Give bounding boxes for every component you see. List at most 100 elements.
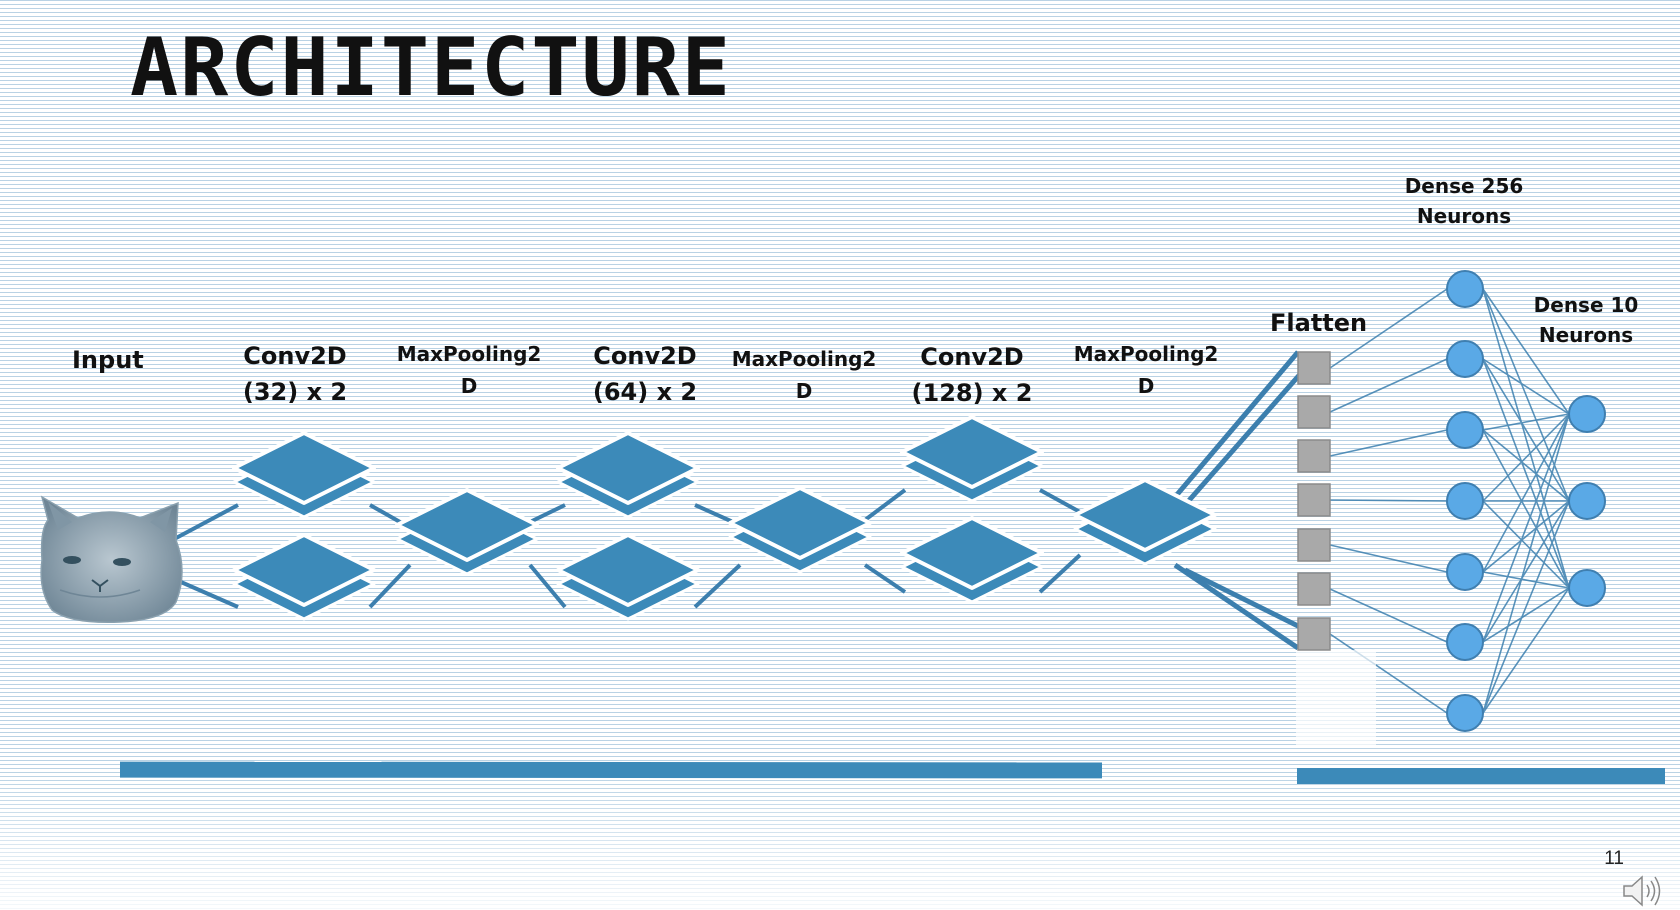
edge-conv1-pool1-bottom [368, 563, 412, 609]
edge-flatten-dense256 [1329, 288, 1448, 369]
label-pool3: MaxPooling2 D [1072, 338, 1220, 402]
label-conv1-line2: (32) x 2 [242, 378, 348, 406]
label-dense256: Dense 256 Neurons [1390, 171, 1538, 231]
dense256-neuron [1446, 270, 1484, 308]
edge-dense256-dense10 [1482, 500, 1570, 643]
edge-dense256-dense10 [1482, 358, 1570, 589]
flatten-unit [1297, 483, 1331, 517]
conv3-block-top [900, 415, 1044, 503]
label-pool1: MaxPooling2 D [395, 338, 543, 402]
label-pool3-line2: D [1137, 374, 1155, 398]
dense256-neuron [1446, 340, 1484, 378]
dense10-neuron [1568, 395, 1606, 433]
edge-flatten-dense256 [1329, 499, 1448, 502]
pool3-flatten-connections [1173, 350, 1304, 651]
dense256-neuron [1446, 623, 1484, 661]
flatten-unit [1297, 528, 1331, 562]
dense256-neuron [1446, 411, 1484, 449]
edge-dense256-dense10 [1482, 587, 1570, 643]
edge-conv1-pool1-top [369, 503, 401, 524]
label-dense10-line2: Neurons [1538, 323, 1634, 347]
edge-pool2-conv3-bottom [863, 563, 907, 594]
conv2-block-bottom [556, 533, 700, 621]
pool3-block [1073, 478, 1217, 566]
conv3-block-bottom [900, 516, 1044, 604]
label-dense10: Dense 10 Neurons [1514, 290, 1658, 350]
label-conv1-line1: Conv2D [243, 342, 347, 370]
conv1-block-top [232, 431, 376, 519]
edge-conv3-pool3-bottom [1038, 553, 1082, 594]
flatten-unit [1297, 351, 1331, 385]
edge-flatten-dense256 [1329, 429, 1448, 457]
label-pool1-line1: MaxPooling2 [396, 342, 542, 366]
label-conv3-line2: (128) x 2 [911, 379, 1033, 407]
edge-dense256-dense10 [1482, 413, 1570, 573]
edge-flatten-dense256 [1329, 588, 1448, 643]
pool2-block [728, 486, 872, 574]
edge-flatten-dense256 [1329, 633, 1448, 714]
edge-dense256-dense10 [1482, 288, 1570, 415]
dense-neurons [1446, 270, 1606, 732]
edge-pool3-flatten-4 [1183, 567, 1304, 631]
edge-dense256-dense10 [1482, 500, 1570, 714]
flatten-unit [1297, 439, 1331, 473]
edge-conv3-pool3-top [1039, 488, 1081, 514]
dense10-neuron [1568, 569, 1606, 607]
edge-dense256-dense10 [1482, 413, 1570, 431]
edge-flatten-dense256 [1329, 544, 1448, 573]
edge-dense256-dense10 [1482, 587, 1570, 714]
dense-connections [1329, 288, 1570, 714]
dense10-neuron [1568, 482, 1606, 520]
edge-pool2-conv3-top [863, 488, 907, 522]
label-conv2: Conv2D (64) x 2 [580, 338, 710, 410]
label-dense256-line2: Neurons [1416, 204, 1512, 228]
label-conv2-line2: (64) x 2 [592, 378, 698, 406]
label-flatten: Flatten [1270, 309, 1368, 337]
edge-conv2-pool2-top [694, 503, 734, 524]
edge-dense256-dense10 [1482, 413, 1570, 643]
edge-pool3-flatten-2 [1183, 370, 1304, 507]
flatten-unit [1297, 395, 1331, 429]
dense256-neuron [1446, 553, 1484, 591]
flatten-unit [1297, 572, 1331, 606]
speaker-icon[interactable] [1620, 872, 1664, 910]
left-underline-bar [120, 761, 1102, 779]
label-conv1: Conv2D (32) x 2 [230, 338, 360, 410]
label-pool1-line2: D [460, 374, 478, 398]
flatten-layer [1296, 351, 1376, 746]
label-pool2-line1: MaxPooling2 [731, 347, 877, 371]
edge-pool3-flatten-3 [1173, 562, 1300, 651]
label-pool2: MaxPooling2 D [730, 343, 878, 407]
dense256-neuron [1446, 694, 1484, 732]
flatten-unit [1297, 617, 1331, 651]
conv2-block-top [556, 431, 700, 519]
label-conv3-line1: Conv2D [920, 343, 1024, 371]
edge-dense256-dense10 [1482, 358, 1570, 502]
edge-conv2-pool2-bottom [693, 563, 742, 609]
flatten-fade [1296, 650, 1376, 746]
label-conv2-line1: Conv2D [593, 342, 697, 370]
label-input: Input [72, 346, 144, 374]
edge-dense256-dense10 [1482, 500, 1570, 589]
slide-title: ARCHITECTURE [130, 21, 732, 114]
label-pool3-line1: MaxPooling2 [1073, 342, 1219, 366]
edge-pool1-conv2-top [529, 503, 566, 524]
conv1-block-bottom [232, 533, 376, 621]
edge-dense256-dense10 [1482, 358, 1570, 415]
dense256-neuron [1446, 482, 1484, 520]
edge-flatten-dense256 [1329, 358, 1448, 413]
label-dense10-line1: Dense 10 [1533, 293, 1639, 317]
layer-blocks [232, 415, 1217, 621]
label-conv3: Conv2D (128) x 2 [902, 339, 1042, 411]
edge-pool1-conv2-bottom [528, 563, 567, 609]
edge-dense256-dense10 [1482, 413, 1570, 714]
edge-dense256-dense10 [1482, 571, 1570, 589]
edge-dense256-dense10 [1482, 429, 1570, 589]
right-underline-bar [1297, 768, 1665, 784]
pool1-block [395, 488, 539, 576]
label-dense256-line1: Dense 256 [1404, 174, 1524, 198]
edge-pool3-flatten-1 [1173, 350, 1300, 499]
cat-face-icon [40, 495, 183, 623]
label-pool2-line2: D [795, 379, 813, 403]
